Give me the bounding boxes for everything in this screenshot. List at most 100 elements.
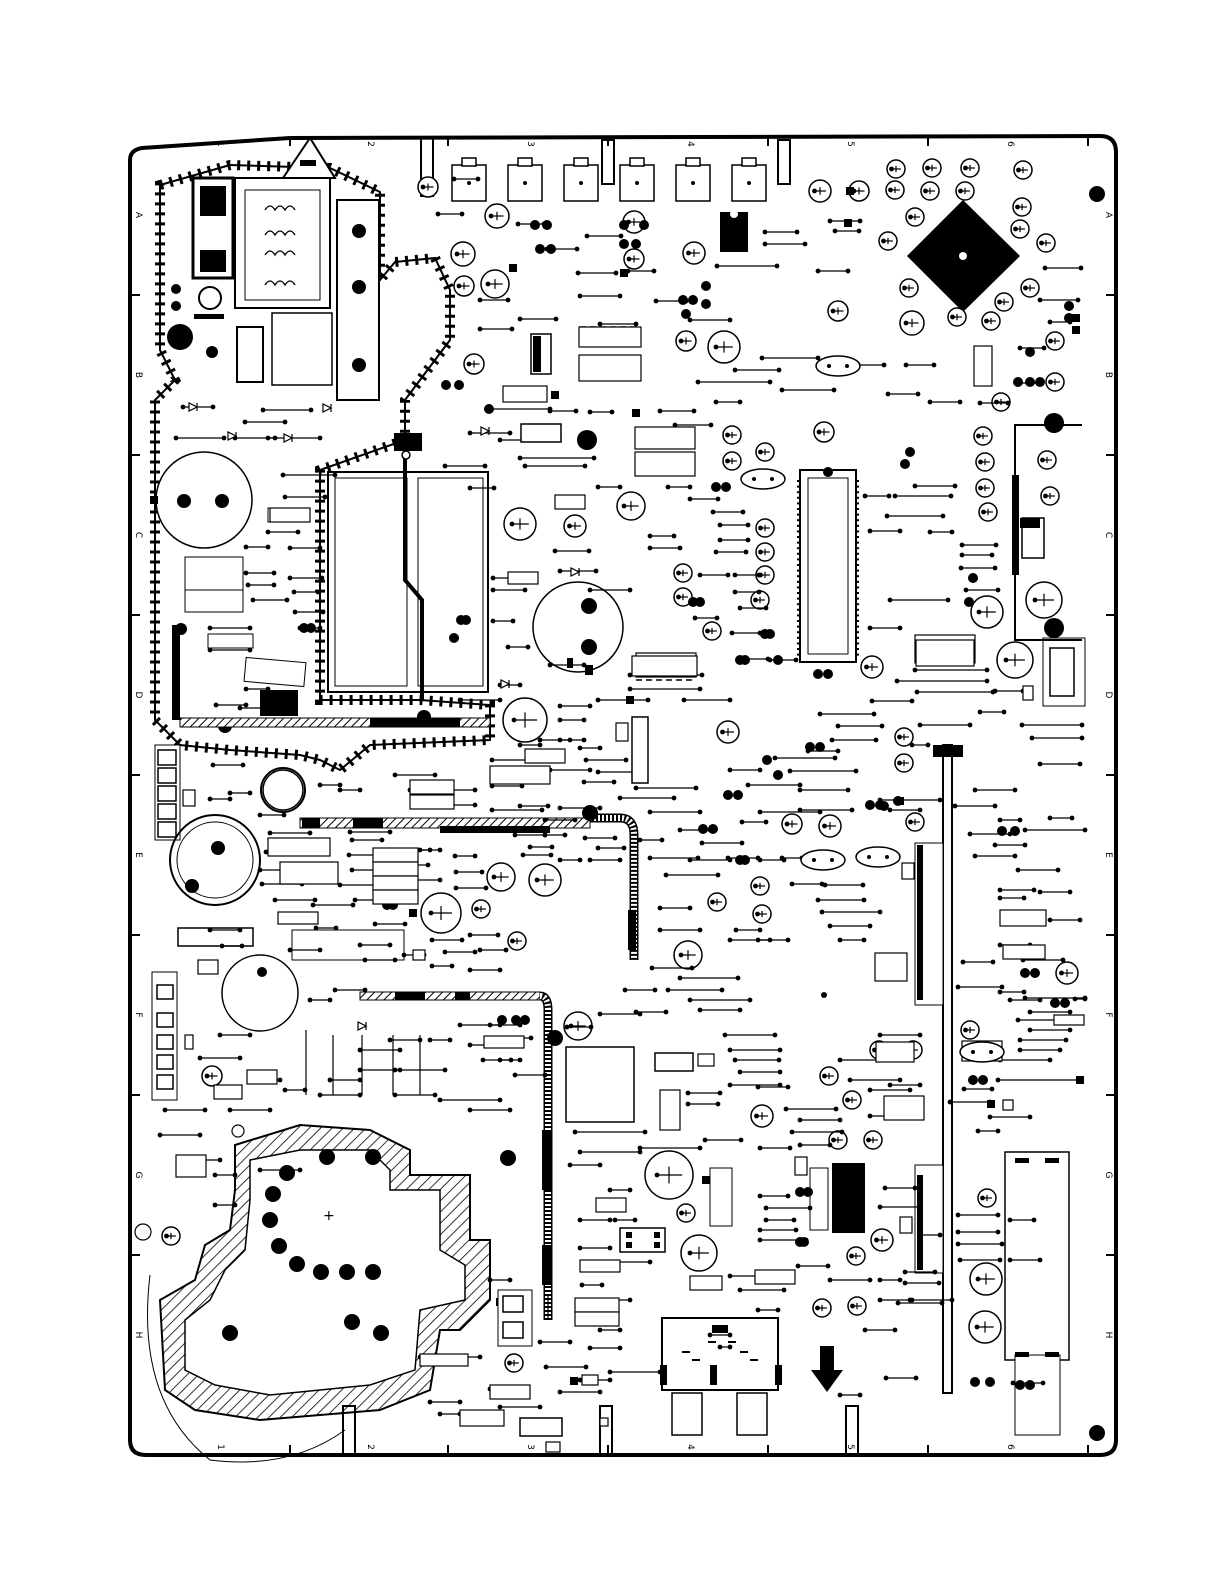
resistor — [728, 1048, 783, 1053]
mounting-hole — [1089, 186, 1105, 202]
component-body — [373, 876, 418, 890]
resistor — [664, 873, 721, 878]
resistor — [1073, 997, 1088, 1002]
resistor — [544, 1365, 589, 1370]
relay — [272, 313, 332, 385]
capacitor-icon — [1013, 198, 1031, 216]
resistor — [506, 645, 531, 650]
resistor — [454, 886, 489, 891]
capacitor-icon — [900, 279, 918, 297]
pad — [619, 220, 629, 230]
pad — [968, 573, 978, 583]
grid-row-label: G — [1103, 1172, 1113, 1179]
pad — [905, 447, 915, 457]
resistor — [158, 1133, 203, 1138]
capacitor-icon — [1026, 582, 1062, 618]
component-body — [876, 1042, 914, 1062]
resistor — [715, 264, 780, 269]
component-body — [373, 890, 418, 904]
capacitor-icon — [906, 208, 924, 226]
resistor — [848, 1078, 903, 1083]
resistor — [763, 242, 808, 247]
square-pad — [844, 219, 852, 227]
resistor — [518, 743, 543, 748]
pad — [740, 655, 750, 665]
pad — [1020, 968, 1030, 978]
resistor — [961, 960, 996, 965]
resistor — [363, 958, 398, 963]
capacitor-icon — [976, 453, 994, 471]
resistor — [1048, 918, 1083, 923]
resistor — [580, 1283, 605, 1288]
resistor — [213, 1203, 238, 1208]
capacitor-icon — [1021, 279, 1039, 297]
grid-column-label: 2 — [365, 1444, 375, 1450]
resistor — [733, 368, 782, 373]
component-body — [373, 848, 418, 862]
resistor — [723, 1033, 778, 1038]
resistor — [956, 1230, 1001, 1235]
resistor — [816, 898, 867, 903]
resistor — [251, 598, 290, 603]
resistor — [823, 883, 866, 888]
resistor — [953, 804, 998, 809]
grid-row-label: H — [1103, 1332, 1113, 1339]
module-block — [566, 1047, 634, 1122]
capacitor-icon — [970, 1263, 1002, 1295]
resistor — [788, 769, 859, 774]
resistor — [513, 1073, 548, 1078]
pad — [970, 1377, 980, 1387]
resistor — [523, 464, 588, 469]
resistor — [521, 853, 554, 858]
capacitor-icon — [751, 877, 769, 895]
crystal-oscillator — [816, 356, 860, 376]
resistor — [583, 836, 618, 841]
component-body — [660, 1090, 680, 1130]
resistor — [576, 271, 619, 276]
capacitor-icon — [1011, 220, 1029, 238]
resistor — [838, 1393, 863, 1398]
capacitor-icon — [819, 815, 841, 837]
resistor — [973, 788, 1018, 793]
pad — [1013, 377, 1023, 387]
pad — [815, 742, 825, 752]
resistor — [213, 1173, 238, 1178]
capacitor-icon — [906, 813, 924, 831]
resistor — [959, 566, 998, 571]
component-body — [902, 863, 914, 879]
resistor — [244, 687, 271, 692]
resistor — [870, 699, 915, 704]
capacitor-icon — [982, 312, 1000, 330]
resistor — [976, 1129, 1001, 1134]
bulk-capacitor — [156, 452, 252, 548]
pad — [542, 220, 552, 230]
square-pad — [409, 909, 417, 917]
resistor — [700, 841, 745, 846]
capacitor-icon — [674, 941, 702, 969]
capacitor-icon — [756, 519, 774, 537]
diode-icon — [501, 680, 509, 688]
direction-arrow-icon — [811, 1346, 843, 1392]
component-body — [635, 427, 695, 449]
component-body — [546, 1442, 560, 1452]
resistor — [638, 1146, 703, 1151]
resistor — [608, 1370, 663, 1375]
component-body — [176, 1155, 206, 1177]
pad — [760, 629, 770, 639]
diode-icon — [284, 434, 292, 442]
resistor — [828, 924, 873, 929]
square-pad — [632, 409, 640, 417]
pad — [511, 1015, 521, 1025]
resistor — [956, 1213, 1001, 1218]
pad — [520, 1015, 530, 1025]
resistor — [896, 1301, 945, 1306]
resistor — [998, 1058, 1053, 1063]
resistor — [198, 1056, 243, 1061]
resistor — [764, 1206, 813, 1211]
component-body — [575, 1298, 619, 1312]
resistor — [888, 1083, 923, 1088]
resistor — [358, 1048, 403, 1053]
component-body — [974, 346, 992, 386]
resistor — [438, 1098, 503, 1103]
